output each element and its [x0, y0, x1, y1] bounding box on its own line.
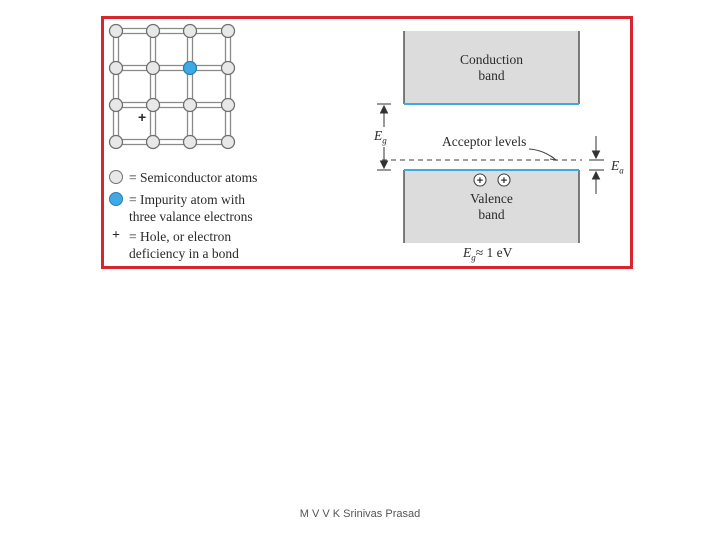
impurity-atom	[182, 60, 198, 76]
acceptor-levels-label: Acceptor levels	[442, 134, 527, 149]
lattice-hole-marker: +	[138, 109, 146, 125]
semiconductor-atom	[145, 23, 161, 39]
semiconductor-atom	[220, 97, 236, 113]
semiconductor-atom	[220, 134, 236, 150]
hole-circle	[473, 173, 487, 187]
legend-impurity-line2: three valance electrons	[129, 209, 253, 224]
hole-plus: +	[477, 175, 483, 187]
valence-band-label: Valence band	[470, 191, 513, 222]
valence-band	[403, 169, 580, 243]
conduction-band-label: Conduction band	[460, 52, 523, 83]
semiconductor-figure: +	[101, 16, 633, 269]
hole-circle	[497, 173, 511, 187]
acceptor-pointer	[528, 148, 557, 161]
legend-impurity: = Impurity atom with three valance elect…	[108, 191, 253, 225]
semiconductor-atom	[108, 97, 124, 113]
semiconductor-atom	[145, 60, 161, 76]
hole-plus-icon: +	[112, 228, 120, 243]
semiconductor-atom	[108, 23, 124, 39]
semiconductor-atom	[108, 60, 124, 76]
ea-dimension	[589, 136, 604, 194]
lattice-bonds	[112, 27, 232, 146]
legend-semiconductor: = Semiconductor atoms	[108, 169, 257, 186]
hole-plus: +	[501, 175, 507, 187]
legend-hole: + = Hole, or electron deficiency in a bo…	[108, 228, 239, 262]
semiconductor-atom	[220, 23, 236, 39]
semiconductor-atom	[182, 97, 198, 113]
legend-semiconductor-text: = Semiconductor atoms	[129, 170, 258, 185]
impurity-atom-icon	[108, 191, 124, 207]
band-gap-value: Eg≈ 1 eV	[463, 245, 513, 263]
valence-holes: + +	[473, 173, 511, 187]
lattice-atoms	[108, 23, 236, 150]
semiconductor-atom	[145, 134, 161, 150]
semiconductor-atom	[108, 134, 124, 150]
legend-hole-line1: = Hole, or electron	[129, 229, 232, 244]
eg-label: Eg	[374, 128, 387, 146]
legend-hole-line2: deficiency in a bond	[129, 246, 239, 261]
author-credit: M V V K Srinivas Prasad	[299, 508, 421, 520]
eg-dimension	[377, 103, 391, 171]
semiconductor-atom	[220, 60, 236, 76]
semiconductor-atom	[182, 134, 198, 150]
semiconductor-atom-icon	[108, 169, 124, 185]
semiconductor-atom	[182, 23, 198, 39]
semiconductor-atom	[145, 97, 161, 113]
conduction-band	[403, 31, 580, 105]
legend-impurity-line1: = Impurity atom with	[129, 192, 245, 207]
ea-label: Ea	[611, 158, 624, 176]
figure-canvas: +	[108, 23, 604, 243]
